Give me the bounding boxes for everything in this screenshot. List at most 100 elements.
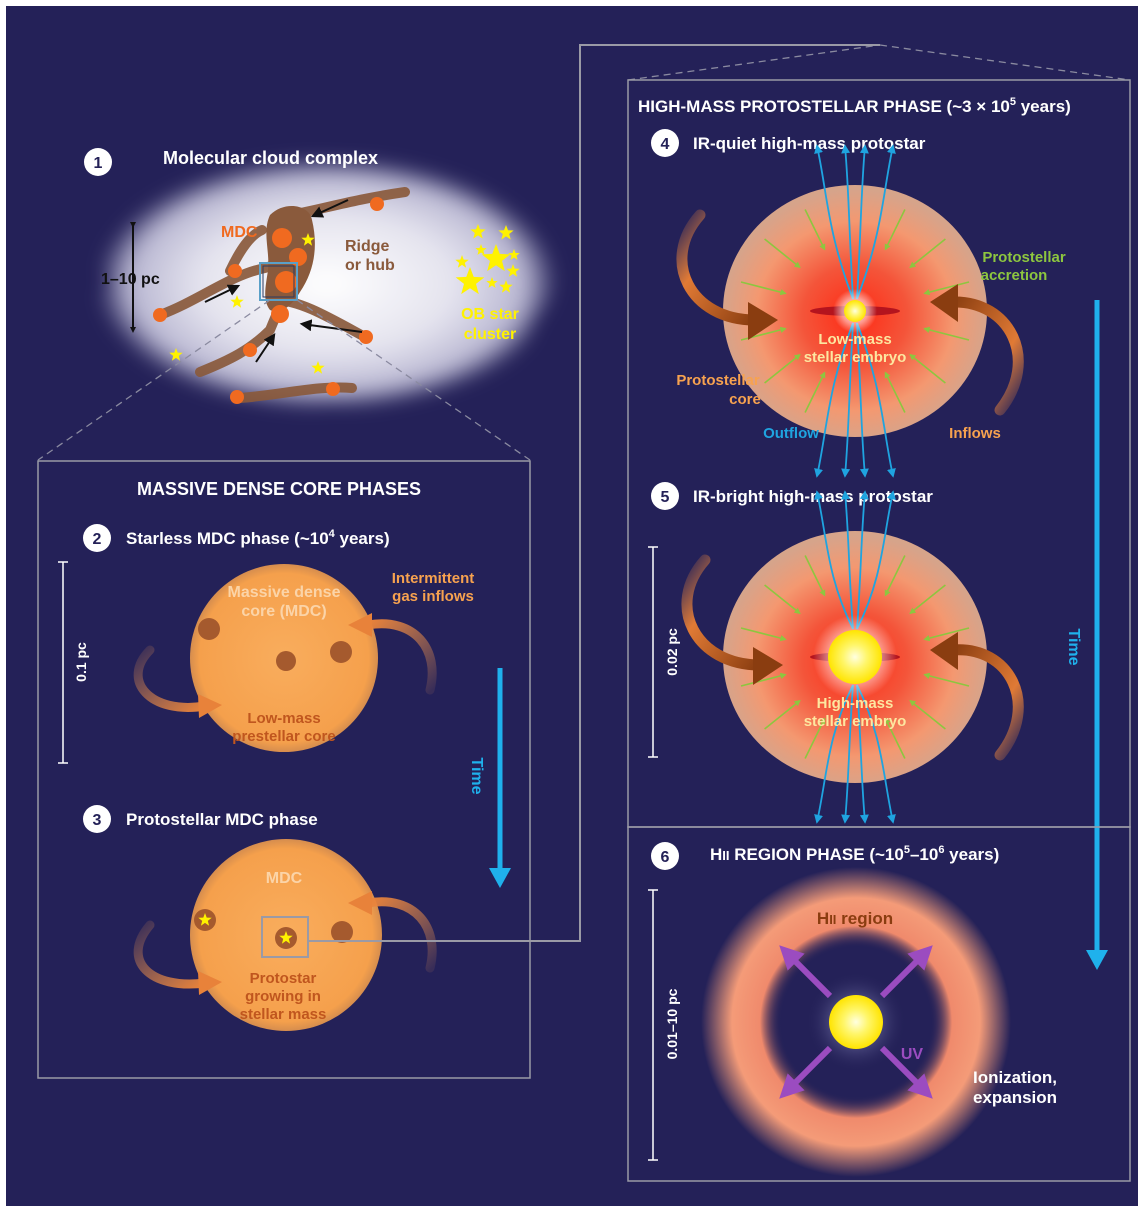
badge-6 [651, 842, 679, 870]
mdc3-inflow-right [363, 897, 437, 973]
embryo4-label-2: stellar embryo [804, 349, 907, 366]
inflow-arrows-black [204, 199, 363, 363]
protostar-label-3: stellar mass [240, 1006, 327, 1023]
badge-1 [84, 148, 112, 176]
ionization-label-2: expansion [973, 1088, 1057, 1107]
molecular-cloud-panel: 1–10 pc 1 Molecular cloud complex MDC Ri… [84, 148, 559, 410]
hmp-title: HIGH-MASS PROTOSTELLAR PHASE (~3 × 105 y… [638, 96, 1071, 116]
ionization-label-1: Ionization, [973, 1068, 1057, 1087]
protostar-label-2: growing in [245, 988, 321, 1005]
mdc-inflow-left [133, 645, 210, 712]
inflow-label-1: Intermittent [392, 570, 475, 587]
accretion-arrow [740, 281, 787, 296]
outflow-lines-5 [814, 490, 896, 824]
badge-2 [83, 524, 111, 552]
badge-1-number: 1 [94, 155, 103, 172]
inflow-4-right-head [930, 284, 958, 322]
ridge-label-2: or hub [345, 257, 395, 274]
ob-star [470, 224, 486, 239]
yellow-star [311, 361, 325, 374]
ob-star [481, 244, 511, 272]
uv-arrows [779, 945, 933, 1099]
yellow-star [301, 233, 315, 246]
accretion-arrow [884, 717, 906, 759]
accretion-label-2: accretion [981, 267, 1048, 284]
scale-bar-hii [648, 889, 658, 1161]
outflow-line [841, 684, 854, 824]
protostar-star-left [198, 913, 212, 926]
outflow-line [856, 684, 896, 824]
yellow-star [169, 348, 183, 361]
zoom-box-cloud [259, 262, 298, 301]
mdc-inflow-right [363, 619, 437, 695]
ob-label-1: OB star [461, 306, 519, 323]
uv-label: UV [901, 1046, 924, 1063]
outflow-line [841, 490, 854, 630]
mdc3-label: MDC [266, 870, 303, 887]
ob-star [455, 267, 485, 295]
accretion-arrow [740, 672, 787, 687]
ridge-label-1: Ridge [345, 238, 390, 255]
protostar-star-center [279, 931, 293, 944]
yellow-stars [169, 224, 520, 374]
accretion-arrow [804, 209, 826, 251]
accretion-label-1: Protostellar [982, 249, 1066, 266]
accretion-arrow [909, 699, 946, 730]
badge-2-number: 2 [93, 531, 102, 548]
accretion-arrows-5 [740, 555, 970, 759]
ob-star [475, 244, 487, 255]
outflow-line [814, 144, 854, 300]
phase5-title: IR-bright high-mass protostar [693, 487, 933, 506]
accretion-arrow [740, 627, 787, 642]
badge-3 [83, 805, 111, 833]
cloud-cores [153, 197, 384, 404]
core-right [331, 921, 353, 943]
accretion-arrow [884, 209, 906, 251]
accretion-arrow [764, 699, 801, 730]
mdc-phases-title: MASSIVE DENSE CORE PHASES [137, 479, 421, 499]
inflow-4-right [946, 296, 1024, 416]
accretion-arrow [764, 353, 801, 384]
badge-6-number: 6 [661, 849, 670, 866]
accretion-arrow [764, 584, 801, 615]
prestellar-label-1: Low-mass [247, 710, 320, 727]
outflow-line [856, 684, 869, 824]
mdc3-inflow-left [133, 920, 210, 989]
outflow-line [814, 490, 854, 630]
cloud-title: Molecular cloud complex [163, 148, 378, 168]
accretion-arrow [909, 353, 946, 384]
inflows-label: Inflows [949, 425, 1001, 442]
scale-bar-01pc [58, 561, 68, 764]
outflow-line [841, 322, 854, 478]
ob-label-2: cluster [464, 326, 516, 343]
hii-region-label: HII region [817, 909, 893, 928]
accretion-arrow [923, 627, 970, 642]
ob-star [508, 249, 520, 260]
hii-box [627, 826, 1131, 1182]
outflow-line [856, 144, 869, 300]
ob-star [498, 225, 514, 240]
badge-5 [651, 482, 679, 510]
mdc-phases-box [37, 460, 531, 1079]
accretion-arrow [764, 238, 801, 269]
outflow-line [856, 144, 896, 300]
embryo5-label-2: stellar embryo [804, 713, 907, 730]
outflow-line [856, 322, 896, 478]
inflow-4-left [676, 209, 761, 326]
prestellar-label-2: prestellar core [232, 728, 335, 745]
outflow-lines-4 [814, 144, 896, 478]
mdc3-inflow-right-head [348, 891, 372, 915]
mdc-inflow-left-head [198, 694, 222, 718]
accretion-arrow [804, 717, 826, 759]
prestellar-cores [198, 618, 352, 671]
molecular-cloud [95, 157, 559, 410]
accretion-arrows-4 [740, 209, 970, 413]
inflow-5-right-head [930, 632, 958, 670]
outflow-line [814, 322, 854, 478]
badge-4 [651, 129, 679, 157]
scale-label-1: 1–10 pc [101, 271, 160, 288]
ob-star [506, 264, 520, 277]
hii-star [829, 995, 883, 1049]
accretion-arrow [923, 672, 970, 687]
